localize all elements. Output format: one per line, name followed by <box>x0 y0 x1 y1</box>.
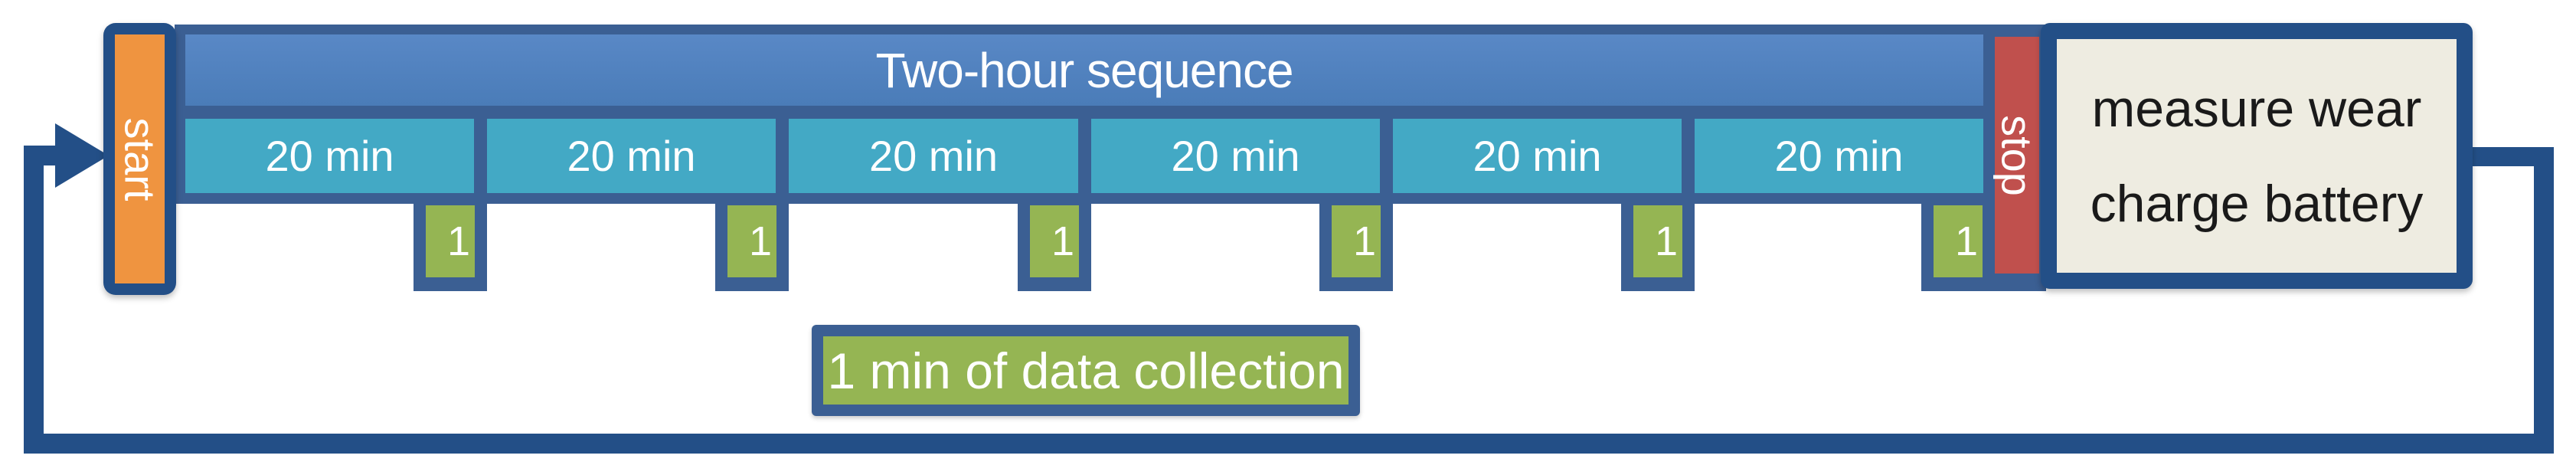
data-collection-tab: 1 <box>1921 193 1995 291</box>
segment-block-6: 20 min <box>1695 119 1983 193</box>
data-collection-marker: 1 <box>1030 205 1079 277</box>
maintenance-box-inner: measure wear charge battery <box>2057 39 2457 273</box>
data-collection-tab: 1 <box>414 193 487 291</box>
loop-arrowhead-icon <box>55 123 109 188</box>
data-collection-tab: 1 <box>1018 193 1091 291</box>
data-collection-marker: 1 <box>1934 205 1983 277</box>
stop-marker: stop <box>1992 37 2042 274</box>
legend-label: 1 min of data collection <box>827 342 1345 399</box>
marker-label: 1 <box>1352 218 1376 264</box>
data-collection-tab: 1 <box>1621 193 1695 291</box>
two-hour-sequence-bar: Two-hour sequence <box>185 34 1983 106</box>
marker-label: 1 <box>1654 218 1678 264</box>
segment-block-2: 20 min <box>487 119 776 193</box>
marker-label: 1 <box>446 218 470 264</box>
maintenance-line-1: measure wear <box>2091 79 2422 138</box>
segment-block-5: 20 min <box>1393 119 1682 193</box>
marker-label: 1 <box>1954 218 1978 264</box>
segment-duration: 20 min <box>265 132 394 180</box>
segment-block-4: 20 min <box>1091 119 1380 193</box>
loop-line-right <box>2534 147 2554 454</box>
data-collection-marker: 1 <box>727 205 776 277</box>
segment-duration: 20 min <box>1774 132 1904 180</box>
segment-block-1: 20 min <box>185 119 474 193</box>
data-collection-marker: 1 <box>426 205 475 277</box>
marker-label: 1 <box>748 218 772 264</box>
loop-line-left <box>24 146 44 454</box>
sequence-title: Two-hour sequence <box>875 42 1293 98</box>
segment-duration: 20 min <box>1473 132 1602 180</box>
data-collection-tab: 1 <box>715 193 789 291</box>
segment-duration: 20 min <box>567 132 696 180</box>
legend-box-inner: 1 min of data collection <box>823 336 1348 405</box>
loop-line-bottom <box>24 434 2554 454</box>
legend-box: 1 min of data collection <box>812 325 1360 416</box>
segment-duration: 20 min <box>1171 132 1300 180</box>
start-marker-fill: start <box>115 34 165 283</box>
stop-label: stop <box>1992 114 2042 196</box>
maintenance-line-2: charge battery <box>2090 174 2424 233</box>
data-collection-marker: 1 <box>1633 205 1682 277</box>
segment-duration: 20 min <box>868 132 999 180</box>
start-marker: start <box>103 23 176 295</box>
segment-block-3: 20 min <box>789 119 1078 193</box>
data-collection-tab: 1 <box>1319 193 1393 291</box>
marker-label: 1 <box>1051 218 1074 264</box>
data-collection-marker: 1 <box>1332 205 1381 277</box>
start-label: start <box>116 117 164 201</box>
maintenance-box: measure wear charge battery <box>2041 23 2473 289</box>
